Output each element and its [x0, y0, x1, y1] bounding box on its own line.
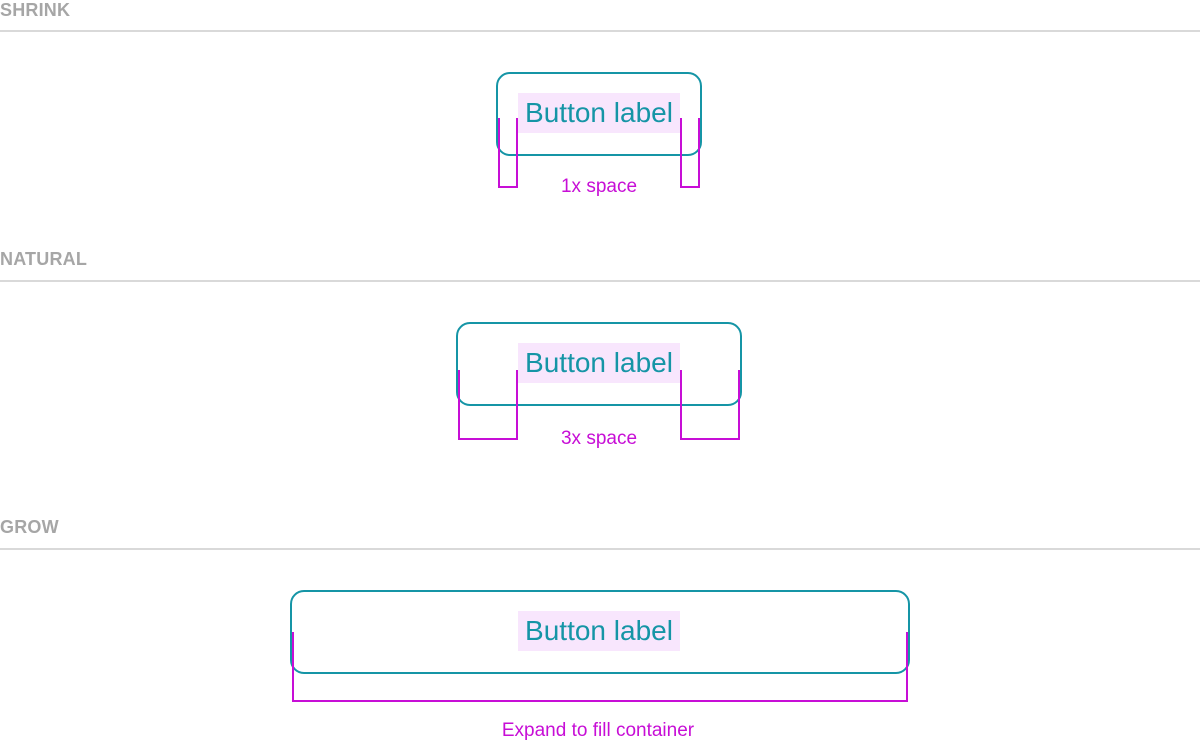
- button-label-natural: Button label: [518, 343, 680, 383]
- divider-shrink: [0, 30, 1200, 32]
- section-label-natural: NATURAL: [0, 249, 88, 269]
- padding-marker-left-shrink: [498, 118, 518, 188]
- padding-marker-right-shrink: [680, 118, 700, 188]
- padding-marker-left-natural: [458, 370, 518, 440]
- caption-natural: 3x space: [560, 428, 638, 449]
- divider-natural: [0, 280, 1200, 282]
- padding-marker-right-natural: [680, 370, 740, 440]
- button-label-grow: Button label: [518, 611, 680, 651]
- caption-grow: Expand to fill container: [501, 720, 695, 741]
- divider-grow: [0, 548, 1200, 550]
- fill-marker-grow: [292, 632, 908, 702]
- button-grow: [290, 590, 910, 674]
- caption-shrink: 1x space: [560, 176, 638, 197]
- button-natural: [456, 322, 742, 406]
- button-shrink: [496, 72, 702, 156]
- section-label-grow: GROW: [0, 517, 59, 537]
- button-label-shrink: Button label: [518, 93, 680, 133]
- section-label-shrink: SHRINK: [0, 0, 71, 20]
